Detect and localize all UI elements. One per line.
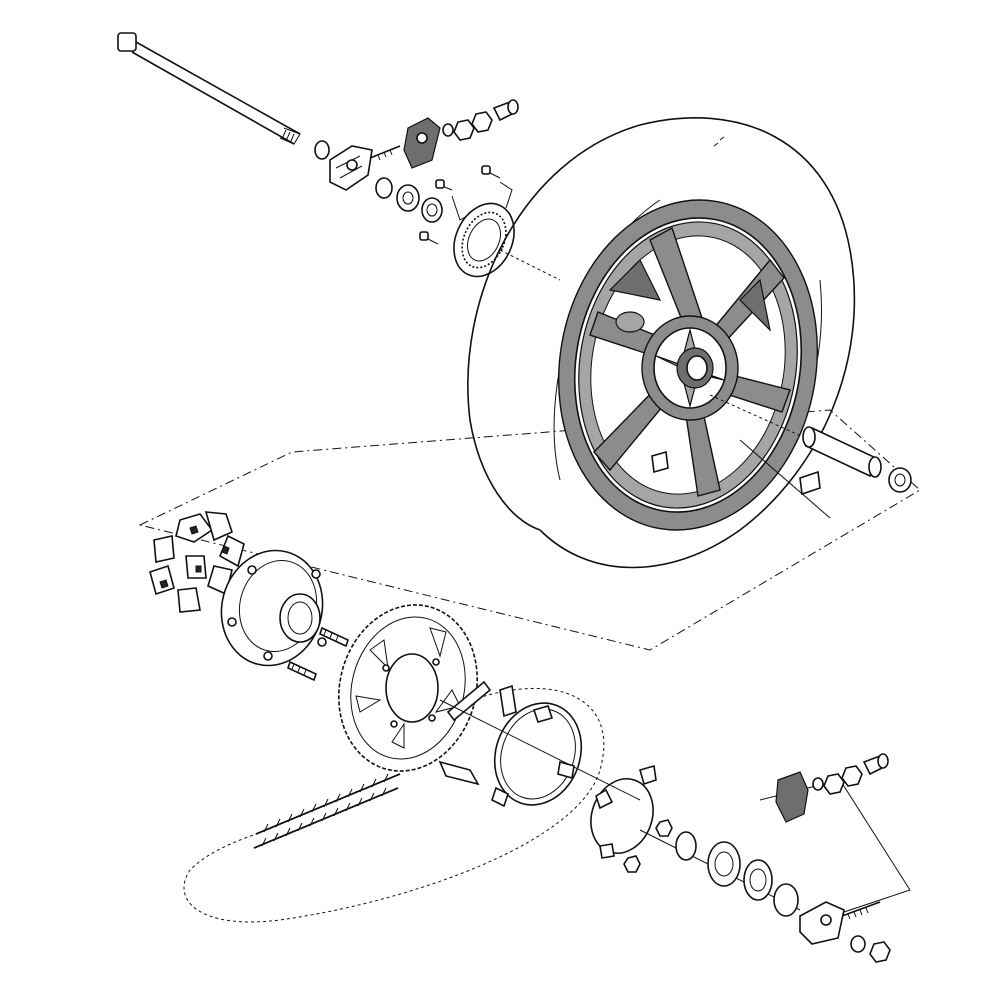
sprocket-carrier-hub: [220, 549, 327, 667]
sprocket-cover-plate: [590, 764, 673, 873]
chain-path-outline: [183, 687, 605, 923]
carrier-bearing-set: [639, 829, 801, 917]
lock-plate: [438, 680, 641, 801]
wheel-spacer-collar: [375, 177, 443, 223]
abs-tone-ring: [453, 202, 561, 281]
axle-nut-washer-set-lower: [812, 753, 891, 963]
tone-ring-bolts: [419, 165, 513, 245]
right-chain-adjuster: [759, 771, 911, 945]
rear-axle: [117, 32, 330, 160]
cush-drive-rubber-dampers: [149, 511, 245, 613]
rear-wheel: [557, 199, 819, 531]
left-chain-adjuster: [329, 145, 401, 191]
wheel-bearing: [709, 394, 912, 519]
drive-chain: [253, 773, 401, 849]
wheel-group-outline: [138, 409, 921, 651]
sprocket-studs: [287, 626, 349, 682]
axle-nut-washer-set-upper: [403, 99, 519, 169]
chain-guard-ring: [491, 702, 583, 808]
rear-sprocket: [338, 604, 478, 772]
